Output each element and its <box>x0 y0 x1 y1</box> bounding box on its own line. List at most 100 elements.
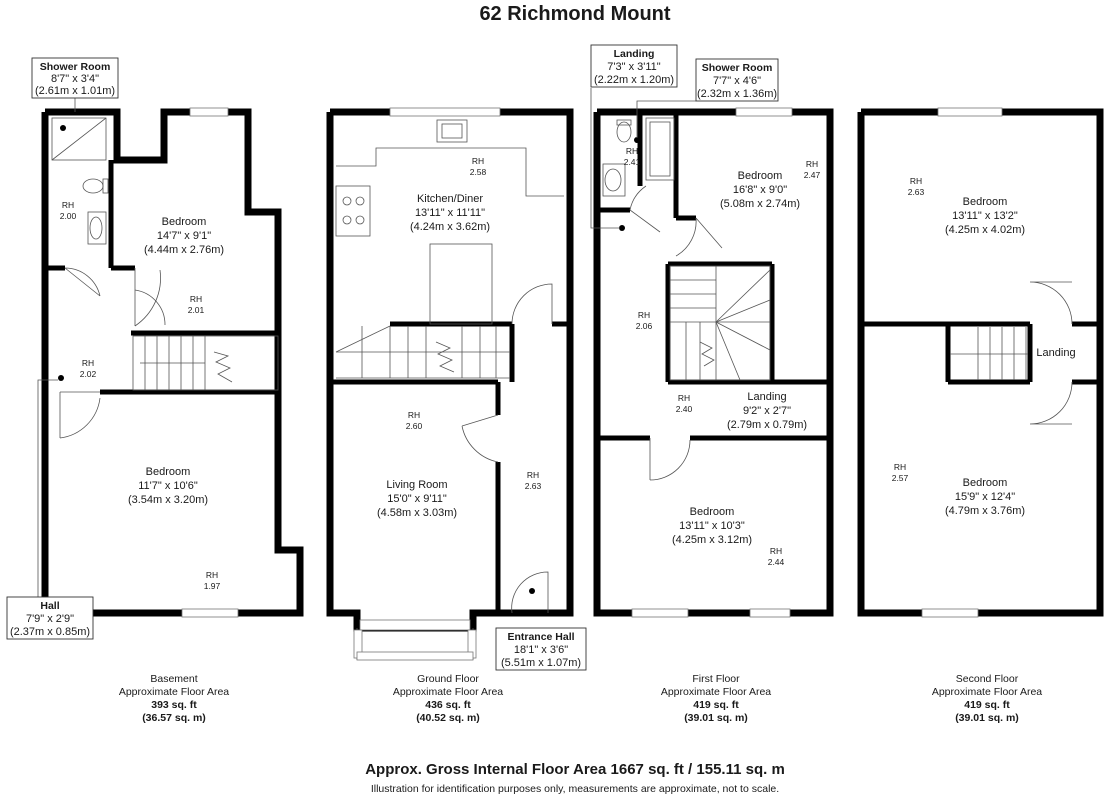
floor-caption-ground: Ground Floor Approximate Floor Area 436 … <box>393 673 503 724</box>
room-name: Bedroom <box>963 196 1008 208</box>
room-dims-imperial: 15'0" x 9'11" <box>387 493 447 505</box>
rh-label: RH <box>678 393 690 403</box>
rh-value: 2.06 <box>636 321 653 331</box>
second-outer-wall <box>857 108 1104 617</box>
room-dims-metric: (2.79m x 0.79m) <box>727 419 807 431</box>
disclaimer: Illustration for identification purposes… <box>371 783 779 795</box>
room-dims-metric: (2.32m x 1.36m) <box>697 88 777 100</box>
room-dims-imperial: 13'11" x 10'3" <box>679 520 745 532</box>
rh-label: RH <box>527 470 539 480</box>
room-dims-metric: (5.51m x 1.07m) <box>501 657 581 669</box>
room-name: Shower Room <box>702 62 773 74</box>
room-dims-metric: (4.24m x 3.62m) <box>410 221 490 233</box>
room-name: Bedroom <box>963 477 1008 489</box>
floor-name: First Floor <box>692 673 740 685</box>
room-dims-imperial: 16'8" x 9'0" <box>733 184 787 196</box>
floor-name: Second Floor <box>956 673 1019 685</box>
floor-area-sqm: (39.01 sq. m) <box>955 712 1019 724</box>
room-dims-imperial: 14'7" x 9'1" <box>157 230 211 242</box>
floor-area-sqft: 419 sq. ft <box>693 699 739 711</box>
shower-tray-icon <box>645 117 675 181</box>
room-dims-imperial: 11'7" x 10'6" <box>138 480 198 492</box>
room-dims-imperial: 7'3" x 3'11" <box>607 61 660 73</box>
rh-label: RH <box>190 294 202 304</box>
rh-label: RH <box>806 159 818 169</box>
room-name: Landing <box>614 48 655 60</box>
room-dims-metric: (4.44m x 2.76m) <box>144 244 224 256</box>
plan-title: 62 Richmond Mount <box>479 3 670 25</box>
rh-label: RH <box>910 176 922 186</box>
rh-label: RH <box>638 310 650 320</box>
shower-tray-icon <box>51 117 107 161</box>
room-name: Hall <box>40 600 59 612</box>
second-stairs <box>950 327 1028 380</box>
basement-outer-wall <box>41 108 304 617</box>
room-dims-imperial: 13'11" x 13'2" <box>952 210 1018 222</box>
room-dims-imperial: 7'9" x 2'9" <box>26 613 74 625</box>
floor-area-sqm: (40.52 sq. m) <box>416 712 480 724</box>
basement-stairs <box>132 335 279 391</box>
rh-label: RH <box>770 546 782 556</box>
basin-icon <box>87 211 107 245</box>
room-dims-metric: (2.37m x 0.85m) <box>10 626 90 638</box>
rh-label: RH <box>206 570 218 580</box>
room-name: Bedroom <box>146 466 191 478</box>
room-dims-metric: (4.25m x 4.02m) <box>945 224 1025 236</box>
room-dims-imperial: 15'9" x 12'4" <box>955 491 1015 503</box>
floor-area-sqft: 419 sq. ft <box>964 699 1010 711</box>
rh-label: RH <box>626 146 638 156</box>
toilet-icon <box>82 178 109 194</box>
floor-area-label: Approximate Floor Area <box>393 686 503 698</box>
room-dims-imperial: 9'2" x 2'7" <box>743 405 791 417</box>
room-name: Entrance Hall <box>507 631 574 643</box>
kitchen-sink-icon <box>436 119 468 143</box>
floor-area-label: Approximate Floor Area <box>661 686 771 698</box>
room-name: Landing <box>1036 347 1075 359</box>
rh-value: 2.60 <box>406 421 423 431</box>
rh-value: 2.47 <box>804 170 821 180</box>
rh-value: 2.44 <box>768 557 785 567</box>
room-name: Shower Room <box>40 61 111 73</box>
hob-icon <box>335 185 371 237</box>
ground-floor-plan: RH 2.58 Kitchen/Diner 13'11" x 11'11" (4… <box>326 107 587 671</box>
room-dims-metric: (5.08m x 2.74m) <box>720 198 800 210</box>
rh-value: 2.57 <box>892 473 909 483</box>
rh-value: 2.02 <box>80 369 97 379</box>
room-name: Kitchen/Diner <box>417 193 483 205</box>
floor-area-sqm: (39.01 sq. m) <box>684 712 748 724</box>
rh-label: RH <box>82 358 94 368</box>
basement-plan: RH 2.00 Bedroom 14'7" x 9'1" (4.44m x 2.… <box>6 57 304 640</box>
basin-icon <box>602 163 626 197</box>
toilet-icon <box>616 119 632 143</box>
room-dims-metric: (4.58m x 3.03m) <box>377 507 457 519</box>
room-dims-imperial: 8'7" x 3'4" <box>51 73 99 85</box>
second-floor-plan: RH 2.63 Bedroom 13'11" x 13'2" (4.25m x … <box>857 107 1104 618</box>
first-floor-plan: RH 2.41 Bedroom 16'8" x 9'0" (5.08m x 2.… <box>590 44 834 618</box>
floor-area-label: Approximate Floor Area <box>932 686 1042 698</box>
floor-caption-basement: Basement Approximate Floor Area 393 sq. … <box>119 673 229 724</box>
rh-value: 2.00 <box>60 211 77 221</box>
room-name: Bedroom <box>162 216 207 228</box>
room-dims-imperial: 7'7" x 4'6" <box>713 75 761 87</box>
rh-label: RH <box>408 410 420 420</box>
rh-value: 1.97 <box>204 581 221 591</box>
room-dims-metric: (3.54m x 3.20m) <box>128 494 208 506</box>
rh-value: 2.63 <box>908 187 925 197</box>
room-dims-metric: (2.61m x 1.01m) <box>35 85 115 97</box>
gross-area: Approx. Gross Internal Floor Area 1667 s… <box>365 761 785 778</box>
room-dims-metric: (2.22m x 1.20m) <box>594 74 674 86</box>
room-dims-imperial: 13'11" x 11'11" <box>415 207 485 219</box>
floor-area-sqft: 393 sq. ft <box>151 699 197 711</box>
rh-label: RH <box>472 156 484 166</box>
room-dims-metric: (4.79m x 3.76m) <box>945 505 1025 517</box>
floor-name: Basement <box>150 673 197 685</box>
room-name: Living Room <box>386 479 447 491</box>
room-dims-imperial: 18'1" x 3'6" <box>514 644 568 656</box>
floor-area-label: Approximate Floor Area <box>119 686 229 698</box>
room-name: Bedroom <box>738 170 783 182</box>
rh-value: 2.58 <box>470 167 487 177</box>
rh-value: 2.63 <box>525 481 542 491</box>
floor-name: Ground Floor <box>417 673 479 685</box>
first-stairs <box>669 265 771 381</box>
